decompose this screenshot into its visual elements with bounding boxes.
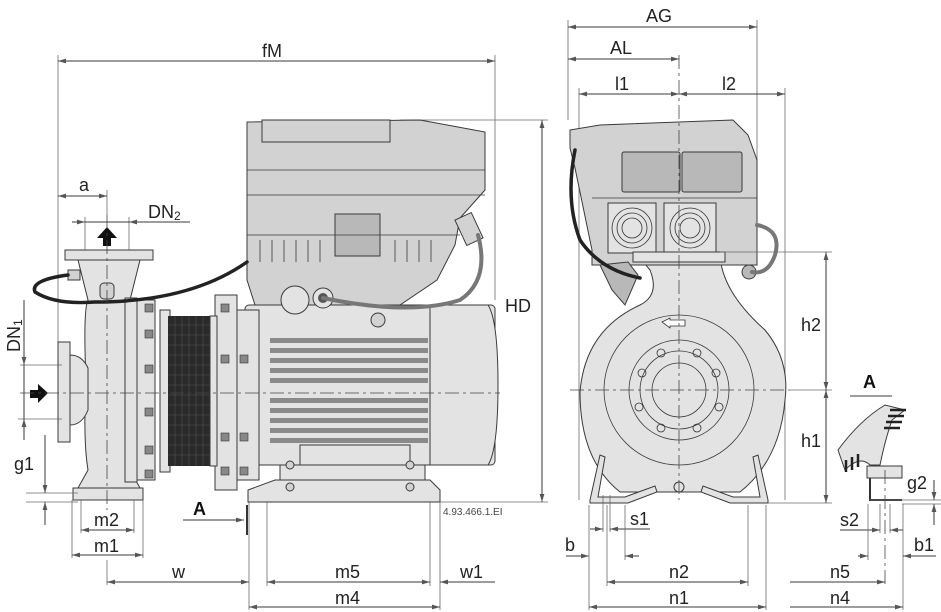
label-n2: n2	[669, 562, 689, 582]
detail-view-A: A g2 s2 b	[790, 372, 941, 610]
drive-housing-side	[246, 119, 486, 328]
label-b1: b1	[914, 535, 934, 555]
dim-g1: g1	[14, 435, 78, 525]
label-g1: g1	[14, 454, 34, 474]
dim-h1: h1	[768, 389, 832, 504]
label-n5: n5	[830, 562, 850, 582]
dim-n4: n4	[790, 588, 903, 610]
dim-b: b	[565, 505, 639, 560]
label-AG: AG	[646, 6, 672, 26]
side-view: fM HD	[4, 41, 548, 610]
motor-cable	[321, 233, 484, 310]
dim-m2: m2	[80, 500, 135, 533]
dim-s2: s2	[840, 504, 903, 533]
label-DN1: DN1	[4, 319, 25, 352]
label-s2: s2	[840, 510, 859, 530]
view-marker-A: A	[183, 499, 248, 535]
dim-w: w	[106, 560, 249, 585]
dim-w1: w1	[440, 562, 495, 585]
dim-n1: n1	[588, 505, 767, 610]
pump-casing-front	[579, 251, 787, 504]
cooling-fan-right	[663, 202, 717, 254]
front-cable-right	[750, 223, 779, 275]
dim-DN1: DN1	[4, 300, 62, 440]
dim-AG: AG	[567, 6, 758, 165]
dim-b1: b1	[858, 504, 936, 610]
label-m4: m4	[335, 588, 360, 608]
drive-housing-front	[569, 119, 758, 306]
label-h2: h2	[801, 315, 821, 335]
label-m2: m2	[94, 510, 119, 530]
dim-m5: m5	[248, 502, 441, 610]
dim-m4: m4	[249, 588, 440, 610]
dim-AL: AL	[568, 38, 679, 62]
flange-bolt-holes	[634, 348, 724, 433]
label-s1: s1	[630, 509, 649, 529]
label-h1: h1	[801, 431, 821, 451]
cooling-fan-left	[607, 202, 657, 254]
pump-casing-side	[57, 249, 249, 501]
dim-n2: n2	[606, 505, 749, 586]
label-w: w	[171, 562, 186, 582]
label-DN2: DN2	[148, 202, 181, 223]
label-n1: n1	[669, 588, 689, 608]
label-n4: n4	[830, 588, 850, 608]
dim-s1: s1	[590, 495, 650, 532]
dim-h2: h2	[720, 251, 832, 390]
dim-n5: n5	[790, 562, 885, 585]
drawing-reference-code: 4.93.466.1.EI	[443, 507, 503, 518]
detail-A-title: A	[863, 372, 876, 392]
motor-fins	[270, 338, 428, 443]
dim-m1: m1	[71, 500, 144, 558]
label-w1: w1	[459, 562, 483, 582]
front-view: AG AL l1 l2	[565, 6, 832, 610]
label-AL: AL	[610, 38, 632, 58]
view-marker-A-label: A	[193, 499, 206, 519]
label-l1: l1	[615, 74, 629, 94]
dim-l2: l2	[679, 74, 786, 500]
discharge-arrow-icon	[97, 227, 117, 246]
dim-HD: HD	[400, 119, 548, 503]
label-m1: m1	[94, 536, 119, 556]
label-a: a	[79, 175, 90, 195]
label-b: b	[565, 535, 575, 555]
motor	[244, 304, 499, 503]
label-l2: l2	[722, 74, 736, 94]
suction-arrow-icon	[30, 384, 48, 403]
coupling	[159, 294, 260, 491]
front-cable-left	[569, 148, 642, 280]
label-fM: fM	[262, 41, 282, 61]
label-HD: HD	[505, 296, 531, 316]
label-g2: g2	[907, 473, 927, 493]
label-m5: m5	[335, 562, 360, 582]
dim-DN2: DN2	[72, 202, 190, 250]
dim-a: a	[58, 175, 108, 220]
dim-g2: g2	[870, 473, 941, 525]
sensor-cable	[32, 260, 249, 305]
